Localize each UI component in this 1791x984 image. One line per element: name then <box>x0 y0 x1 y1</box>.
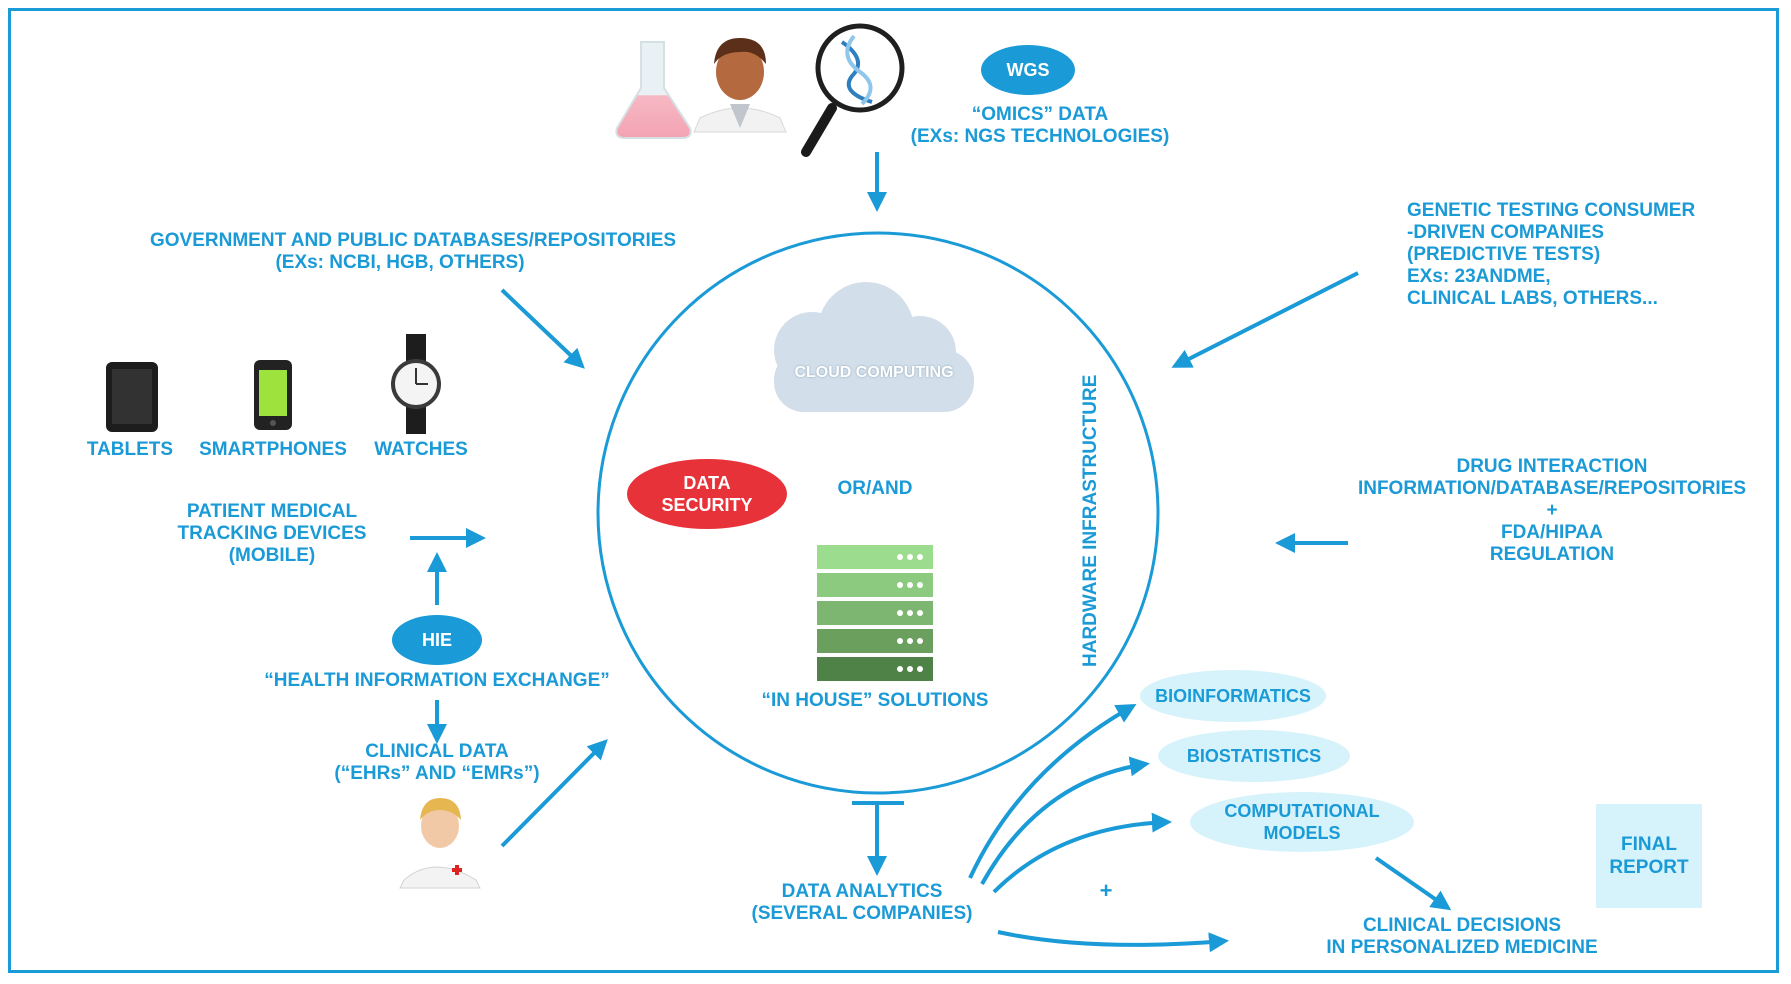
bioinformatics-label: BIOINFORMATICS <box>1155 685 1311 706</box>
analytics-line2: (SEVERAL COMPANIES) <box>751 903 973 924</box>
doctor-icon <box>399 798 481 889</box>
bioinformatics-pill: BIOINFORMATICS <box>1140 670 1326 722</box>
cloud-icon <box>774 282 974 412</box>
tracking-line2: TRACKING DEVICES <box>177 523 367 544</box>
central-circle <box>596 231 1160 795</box>
arrow-clinical <box>500 739 608 848</box>
smartphone-icon <box>254 360 292 430</box>
plus-sign: + <box>1099 878 1113 903</box>
tracking-line1: PATIENT MEDICAL <box>186 501 358 522</box>
final-report-line2: REPORT <box>1609 857 1689 878</box>
computational-label-line1: COMPUTATIONAL <box>1224 801 1380 821</box>
analytics-line1: DATA ANALYTICS <box>781 881 943 902</box>
diagram-frame <box>8 8 1779 973</box>
genetic-line5: CLINICAL LABS, OTHERS... <box>1407 288 1658 309</box>
arrow-models-decisions <box>1374 856 1452 911</box>
drug-line1: DRUG INTERACTION <box>1456 456 1648 477</box>
arrow-bioinformatics <box>968 704 1137 879</box>
tablet-icon <box>106 362 158 432</box>
smartphones-label: SMARTPHONES <box>199 439 347 460</box>
hie-full-label: “HEALTH INFORMATION EXCHANGE” <box>264 670 610 691</box>
clinical-data-label: CLINICAL DATA (“EHRs” AND “EMRs”) <box>312 741 562 785</box>
genetic-line1: GENETIC TESTING CONSUMER <box>1407 200 1696 221</box>
gov-line2: (EXs: NCBI, HGB, OTHERS) <box>275 252 525 273</box>
clinical-line1: CLINICAL DATA <box>365 741 509 762</box>
hardware-infrastructure-label: HARDWARE INFRASTRUCTURE <box>1080 374 1101 667</box>
hie-badge: HIE <box>392 615 482 665</box>
tracking-line3: (MOBILE) <box>228 545 316 566</box>
arrow-genetic <box>1171 271 1359 368</box>
final-report-line1: FINAL <box>1621 834 1677 855</box>
omics-line1: “OMICS” DATA <box>971 104 1109 125</box>
omics-data-label: “OMICS” DATA (EXs: NGS TECHNOLOGIES) <box>900 104 1180 148</box>
watch-icon <box>391 334 441 434</box>
drug-line2: INFORMATION/DATABASE/REPOSITORIES <box>1357 478 1747 499</box>
clinical-decisions-label: CLINICAL DECISIONS IN PERSONALIZED MEDIC… <box>1302 915 1622 959</box>
biostatistics-pill: BIOSTATISTICS <box>1158 730 1350 782</box>
wgs-badge: WGS <box>981 45 1075 95</box>
drug-interaction-label: DRUG INTERACTION INFORMATION/DATABASE/RE… <box>1352 456 1752 566</box>
genetic-line4: EXs: 23ANDME, <box>1407 266 1551 287</box>
scientist-icon <box>693 38 787 133</box>
genetic-line2: -DRIVEN COMPANIES <box>1407 222 1605 243</box>
biostatistics-label: BIOSTATISTICS <box>1186 745 1322 766</box>
decisions-line2: IN PERSONALIZED MEDICINE <box>1326 937 1598 958</box>
final-report-box: FINAL REPORT <box>1596 804 1702 908</box>
flask-icon <box>615 41 692 139</box>
arrow-computational <box>992 812 1172 894</box>
hie-badge-label: HIE <box>421 629 452 650</box>
clinical-line2: (“EHRs” AND “EMRs”) <box>334 763 540 784</box>
tablets-label: TABLETS <box>86 439 174 460</box>
data-security-line1: DATA <box>683 473 731 493</box>
data-security-line2: SECURITY <box>661 495 753 515</box>
server-stack-icon <box>817 545 933 681</box>
computational-label-line2: MODELS <box>1263 823 1341 843</box>
gov-line1: GOVERNMENT AND PUBLIC DATABASES/REPOSITO… <box>150 230 677 251</box>
magnifier-dna-icon <box>801 23 905 157</box>
arrow-biostatistics <box>980 756 1150 885</box>
in-house-solutions-label: “IN HOUSE” SOLUTIONS <box>761 690 989 711</box>
government-databases-label: GOVERNMENT AND PUBLIC DATABASES/REPOSITO… <box>150 230 677 274</box>
or-and-label: OR/AND <box>837 478 913 499</box>
watches-label: WATCHES <box>374 439 468 460</box>
drug-line5: REGULATION <box>1489 544 1615 565</box>
arrow-decisions <box>997 930 1229 953</box>
genetic-testing-label: GENETIC TESTING CONSUMER -DRIVEN COMPANI… <box>1407 200 1695 310</box>
omics-line2: (EXs: NGS TECHNOLOGIES) <box>910 126 1170 147</box>
decisions-line1: CLINICAL DECISIONS <box>1362 915 1562 936</box>
drug-line3: + <box>1546 500 1558 521</box>
arrow-gov <box>500 288 585 369</box>
cloud-computing-label: CLOUD COMPUTING <box>794 364 954 381</box>
data-security-badge: DATA SECURITY <box>627 459 787 529</box>
genetic-line3: (PREDICTIVE TESTS) <box>1407 244 1601 265</box>
wgs-badge-label: WGS <box>1006 59 1050 80</box>
drug-line4: FDA/HIPAA <box>1500 522 1604 543</box>
tracking-devices-label: PATIENT MEDICAL TRACKING DEVICES (MOBILE… <box>172 501 372 567</box>
computational-models-pill: COMPUTATIONAL MODELS <box>1190 792 1414 852</box>
data-analytics-label: DATA ANALYTICS (SEVERAL COMPANIES) <box>742 881 982 925</box>
